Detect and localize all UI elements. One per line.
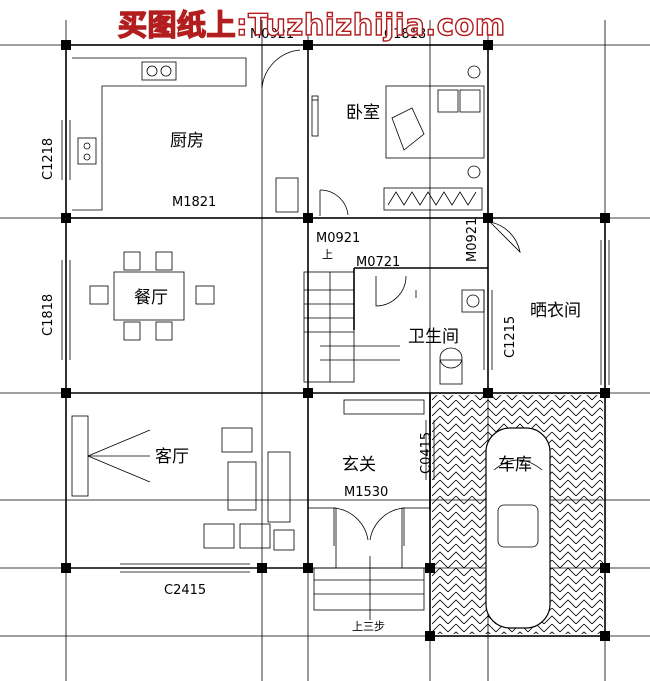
- staircase: [303, 271, 425, 415]
- code-m0921-mid: M0921: [316, 231, 360, 246]
- note-steps: 上三步: [352, 620, 385, 633]
- garage-floor: [432, 395, 603, 634]
- living-furniture: [71, 415, 295, 551]
- code-c1218: C1218: [41, 138, 56, 180]
- room-label-foyer: 玄关: [342, 455, 376, 475]
- dining-table: [89, 251, 215, 341]
- code-c1818-top: C1818: [384, 27, 426, 42]
- room-label-living: 客厅: [155, 447, 189, 467]
- watermark: 买图纸上:Tuzhizhijia.com: [117, 7, 506, 42]
- kitchen-door: [261, 46, 301, 89]
- code-m0721: M0721: [356, 255, 400, 270]
- walls: [65, 44, 606, 637]
- room-label-bathroom: 卫生间: [408, 327, 459, 347]
- room-label-kitchen: 厨房: [170, 131, 204, 151]
- room-label-dining: 餐厅: [134, 288, 168, 308]
- room-label-bedroom: 卧室: [346, 103, 380, 123]
- room-label-garage: 车库: [498, 455, 532, 475]
- code-m1530: M1530: [344, 485, 388, 500]
- code-c1215: C1215: [503, 316, 518, 358]
- code-m1821: M1821: [172, 195, 216, 210]
- code-c1818: C1818: [41, 294, 56, 336]
- code-m0921-right: M0921: [465, 218, 480, 262]
- code-c0415: C0415: [419, 432, 434, 474]
- entrance-steps: [313, 556, 425, 620]
- note-stair-up: 上: [322, 248, 333, 261]
- kitchen-counter: [72, 57, 299, 213]
- bathroom-fixtures: [375, 275, 485, 385]
- code-c2415: C2415: [164, 583, 206, 598]
- room-label-drying: 晒衣间: [530, 301, 581, 321]
- bedroom-furniture: [311, 65, 485, 216]
- code-m0921-top: M0921: [250, 27, 294, 42]
